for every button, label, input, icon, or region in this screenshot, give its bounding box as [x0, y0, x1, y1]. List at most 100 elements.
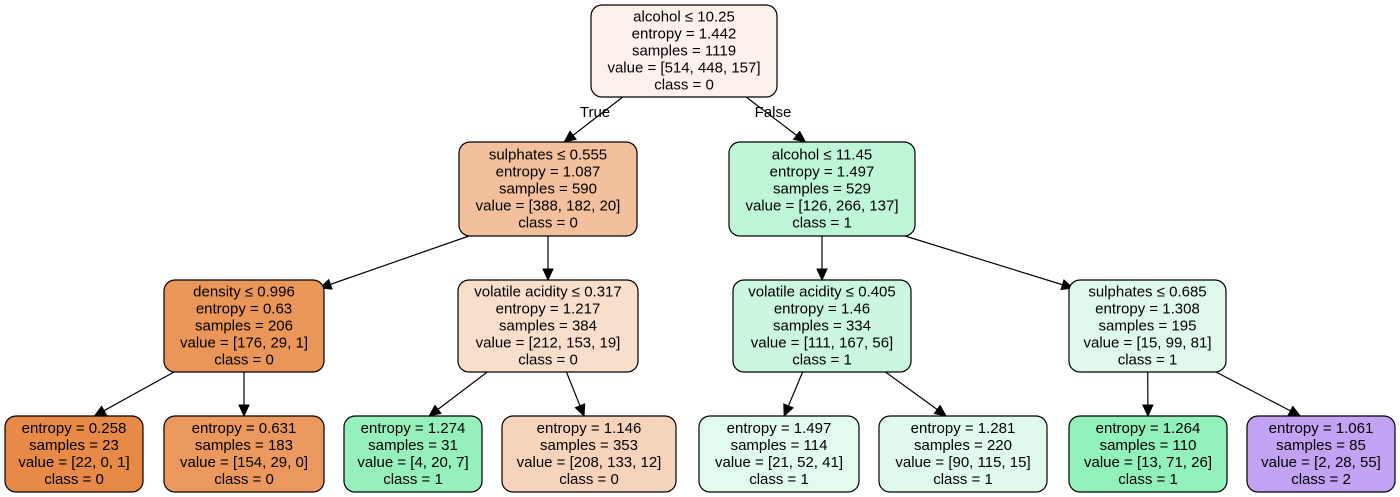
- node-line: value = [4, 20, 7]: [357, 454, 468, 471]
- node-line: value = [90, 115, 15]: [895, 454, 1030, 471]
- node-box: [1246, 415, 1396, 493]
- node-line: entropy = 1.281: [911, 420, 1016, 437]
- node-line: entropy = 1.061: [1269, 420, 1374, 437]
- node-line: samples = 334: [773, 318, 871, 335]
- node-line: entropy = 1.308: [1095, 301, 1200, 318]
- node-line: samples = 114: [731, 437, 828, 454]
- node-line: value = [208, 133, 12]: [517, 454, 662, 471]
- node-line: value = [2, 28, 55]: [1261, 454, 1381, 471]
- node-line: samples = 85: [1276, 437, 1366, 454]
- node-line: class = 0: [214, 471, 274, 488]
- node-line: volatile acidity ≤ 0.317: [474, 284, 621, 301]
- node-line: volatile acidity ≤ 0.405: [748, 284, 895, 301]
- node-line: value = [21, 52, 41]: [715, 454, 843, 471]
- tree-edge: [103, 371, 175, 412]
- node-line: class = 0: [214, 352, 274, 369]
- node-box: [343, 415, 483, 493]
- node-line: value = [388, 182, 20]: [476, 198, 621, 215]
- node-line: value = [212, 153, 19]: [476, 335, 621, 352]
- node-line: entropy = 1.46: [774, 301, 870, 318]
- node-line: sulphates ≤ 0.685: [1088, 284, 1206, 301]
- node-line: samples = 195: [1099, 318, 1197, 335]
- node-box: [1068, 415, 1228, 493]
- tree-edge: [787, 371, 804, 407]
- arrowhead: [1287, 405, 1302, 417]
- node-line: entropy = 1.497: [727, 420, 832, 437]
- node-line: samples = 529: [773, 181, 871, 198]
- node-line: alcohol ≤ 10.25: [633, 9, 735, 26]
- arrowhead: [816, 268, 828, 282]
- arrowhead: [428, 404, 442, 417]
- arrowhead: [563, 130, 577, 143]
- node-box: [457, 279, 639, 373]
- node-line: entropy = 1.264: [1096, 420, 1201, 437]
- node-box: [878, 415, 1048, 493]
- arrowhead: [574, 403, 586, 418]
- node-line: class = 1: [933, 471, 993, 488]
- node-line: value = [176, 29, 1]: [180, 335, 308, 352]
- node-line: value = [126, 266, 137]: [745, 198, 898, 215]
- node-box: [698, 415, 860, 493]
- node-line: samples = 590: [499, 181, 597, 198]
- node-line: class = 1: [749, 471, 809, 488]
- node-box: [458, 141, 638, 237]
- node-line: class = 0: [44, 471, 104, 488]
- tree-edge: [437, 371, 488, 410]
- node-line: class = 1: [792, 352, 852, 369]
- node-line: class = 0: [654, 77, 714, 94]
- tree-edge: [885, 371, 938, 411]
- node-line: class = 1: [1118, 352, 1178, 369]
- node-box: [590, 4, 778, 98]
- node-line: value = [514, 448, 157]: [607, 60, 760, 77]
- node-box: [4, 415, 144, 493]
- node-line: entropy = 0.631: [192, 420, 297, 437]
- node-line: alcohol ≤ 11.45: [772, 147, 873, 164]
- node-line: class = 1: [1118, 471, 1178, 488]
- arrowhead: [238, 404, 250, 418]
- node-line: class = 0: [518, 215, 578, 232]
- node-line: samples = 220: [914, 437, 1012, 454]
- node-line: class = 2: [1291, 471, 1351, 488]
- node-box: [163, 279, 325, 373]
- node-line: entropy = 1.217: [496, 301, 601, 318]
- node-line: entropy = 1.497: [770, 164, 875, 181]
- node-box: [732, 279, 912, 373]
- tree-edge: [745, 96, 798, 136]
- node-line: samples = 23: [29, 437, 119, 454]
- node-box: [1068, 279, 1227, 373]
- edge-label: True: [580, 104, 610, 121]
- tree-edge: [330, 235, 470, 285]
- tree-edge: [904, 235, 1063, 286]
- node-line: entropy = 1.087: [496, 164, 601, 181]
- tree-edge: [1215, 371, 1291, 412]
- node-line: samples = 353: [540, 437, 638, 454]
- arrowhead: [783, 403, 794, 418]
- tree-edge: [565, 371, 581, 407]
- node-line: entropy = 1.442: [632, 26, 737, 43]
- node-line: value = [22, 0, 1]: [18, 454, 129, 471]
- node-line: entropy = 0.258: [22, 420, 127, 437]
- arrowhead: [542, 268, 554, 282]
- edge-label: False: [755, 104, 792, 121]
- node-line: class = 1: [792, 215, 852, 232]
- node-line: samples = 183: [195, 437, 293, 454]
- node-line: entropy = 0.63: [196, 301, 292, 318]
- arrowhead: [792, 130, 807, 143]
